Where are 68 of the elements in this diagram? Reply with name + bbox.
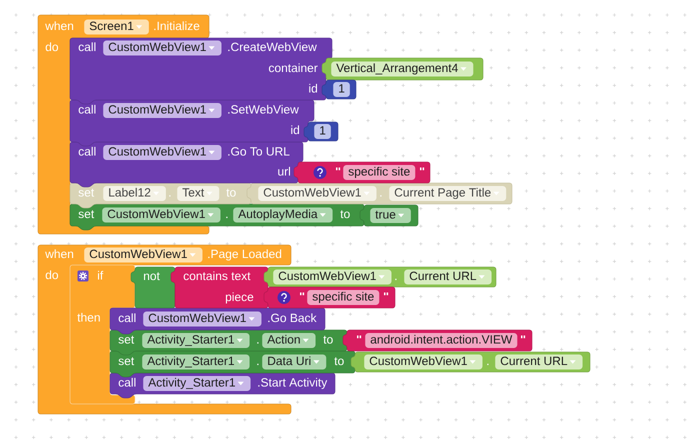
block-label: do — [46, 42, 58, 52]
block-label: set — [118, 336, 134, 344]
block-label: . — [380, 195, 382, 197]
block-label: .CreateWebView — [228, 42, 317, 52]
dropdown-field: Label12 — [103, 186, 166, 201]
number-field: 1 — [333, 82, 350, 97]
text-field: specific site — [307, 290, 380, 305]
block-label: id — [309, 84, 318, 93]
dropdown-field: Data Uri — [262, 354, 326, 370]
block-label: set — [78, 210, 94, 218]
block-label: contains text — [184, 271, 250, 280]
dropdown-field: CustomWebView1 — [273, 270, 392, 284]
block-label: . — [395, 278, 396, 280]
block-label: .Go To URL — [228, 147, 290, 156]
dropdown-field: true — [370, 208, 411, 223]
block-label: to — [226, 188, 236, 197]
block-label: when — [45, 21, 74, 30]
block-label: call — [78, 42, 96, 52]
block-label: .Go Back — [268, 313, 317, 322]
dropdown-field: CustomWebView1 — [364, 354, 482, 370]
block-label: container — [268, 63, 318, 72]
dropdown-field: Current URL — [404, 270, 492, 284]
block-label: not — [144, 272, 160, 280]
dropdown-field: CustomWebView1 — [143, 312, 262, 326]
dropdown-field: CustomWebView1 — [102, 208, 220, 222]
block-label: to — [334, 357, 344, 366]
block-label: if — [98, 270, 104, 280]
block-label: to — [340, 210, 350, 218]
block-label: call — [78, 146, 96, 156]
dropdown-field: Current Page Title — [389, 186, 506, 201]
text-field: android.intent.action.VIEW — [365, 333, 518, 348]
block-label: .Initialize — [154, 21, 200, 30]
dropdown-field: Current URL — [495, 354, 583, 370]
dropdown-field: Activity_Starter1 — [143, 376, 251, 391]
dropdown-field: CustomWebView1 — [103, 40, 222, 56]
dropdown-field: Action — [262, 333, 316, 348]
block-label: . — [257, 342, 258, 344]
dropdown-field: CustomWebView1 — [103, 145, 222, 160]
block-label: . — [226, 216, 228, 218]
block-label: id — [291, 125, 300, 134]
block-label: . — [169, 195, 170, 197]
block-label: . — [487, 364, 488, 366]
block-label: call — [118, 313, 136, 322]
dropdown-field: CustomWebView1 — [103, 103, 222, 118]
block-label: set — [78, 188, 94, 197]
dropdown-field: Vertical_Arrangement4 — [331, 62, 474, 76]
block-label: then — [77, 312, 100, 322]
block-label: . — [257, 364, 258, 366]
block-label: do — [46, 270, 58, 280]
text-field: specific site — [343, 165, 416, 180]
dropdown-field: Activity_Starter1 — [142, 354, 250, 370]
block-label: .SetWebView — [228, 104, 299, 114]
block-label: to — [323, 336, 333, 344]
block-label: .Page Loaded — [208, 249, 282, 261]
dropdown-field: Screen1 — [84, 20, 149, 34]
dropdown-field: AutoplayMedia — [233, 208, 333, 222]
dropdown-field: CustomWebView1 — [258, 186, 376, 201]
block-label: .Start Activity — [258, 378, 328, 390]
block-label: set — [118, 357, 134, 366]
dropdown-field: Text — [177, 186, 220, 201]
block-label: when — [45, 249, 74, 258]
dropdown-field: CustomWebView1 — [84, 248, 202, 262]
block-label: piece — [226, 292, 254, 304]
block-label: call — [78, 104, 96, 114]
block-label: call — [118, 378, 136, 387]
block-label: url — [278, 166, 290, 176]
dropdown-field: Activity_Starter1 — [142, 333, 250, 348]
number-field: 1 — [314, 124, 331, 139]
